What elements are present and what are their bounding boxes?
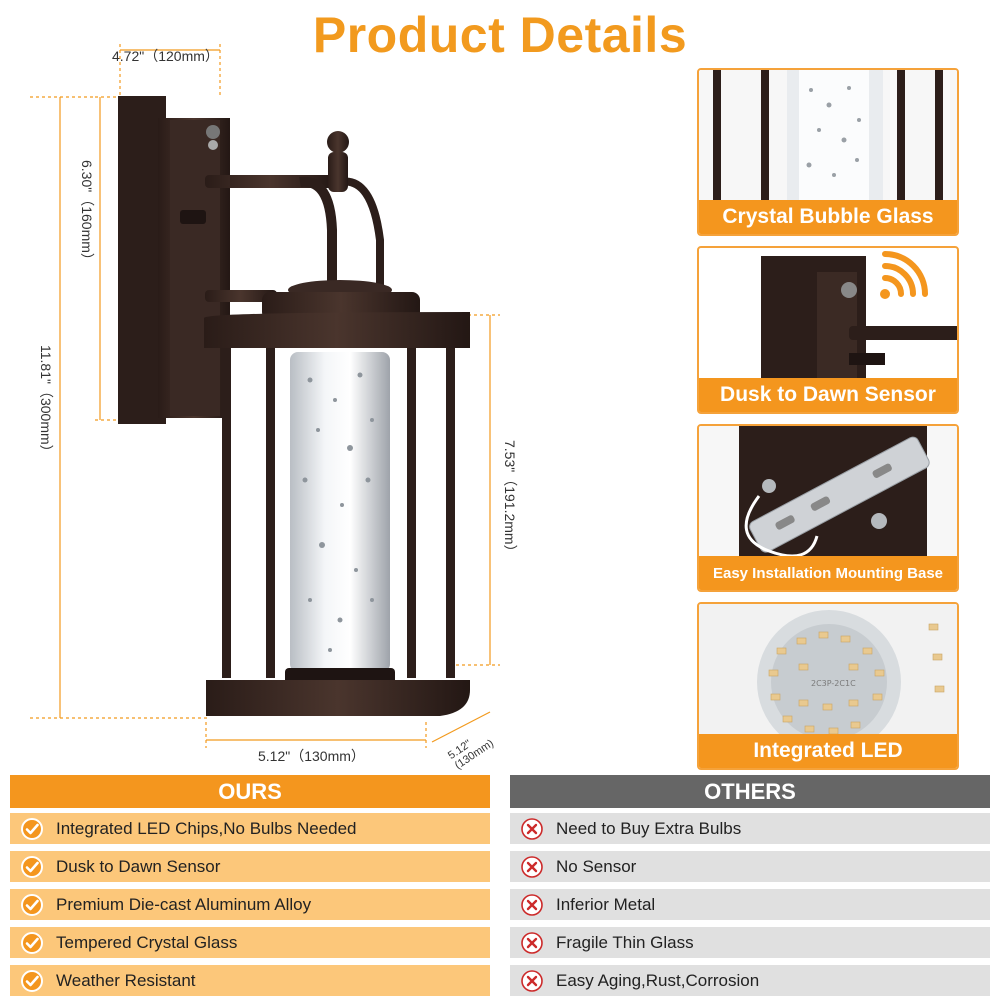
ours-row-text: Premium Die-cast Aluminum Alloy: [56, 894, 312, 914]
led-chip-text: 2C3P-2C1C: [811, 679, 856, 688]
ours-column-header: OURS: [10, 775, 490, 808]
check-circle-icon: [21, 855, 43, 878]
others-row: No Sensor: [510, 851, 990, 882]
dim-bottom-width: 5.12"（130mm）: [258, 748, 365, 764]
others-row: Need to Buy Extra Bulbs: [510, 813, 990, 844]
dim-arm-height: 6.30"（160mm）: [79, 160, 95, 267]
dim-lantern-height: 7.53"（191.2mm）: [502, 440, 518, 559]
others-row-text: Inferior Metal: [556, 894, 656, 914]
ours-row-text: Weather Resistant: [56, 970, 196, 990]
feature-label-led: Integrated LED: [699, 734, 957, 768]
feature-panel-crystal-glass: Crystal Bubble Glass: [697, 68, 959, 236]
check-circle-icon: [21, 893, 43, 916]
check-circle-icon: [21, 969, 43, 992]
ours-row: Dusk to Dawn Sensor: [10, 851, 490, 882]
others-column-header: OTHERS: [510, 775, 990, 808]
x-circle-icon: [521, 969, 543, 992]
others-row-text: Easy Aging,Rust,Corrosion: [556, 970, 760, 990]
feature-label-sensor: Dusk to Dawn Sensor: [699, 378, 957, 412]
lamp-illustration: [30, 44, 500, 748]
check-circle-icon: [21, 931, 43, 954]
others-row: Easy Aging,Rust,Corrosion: [510, 965, 990, 996]
page-title: Product Details: [312, 7, 688, 63]
dim-total-height: 11.81"（300mm）: [38, 345, 54, 459]
x-circle-icon: [521, 893, 543, 916]
wifi-signal-icon: [880, 251, 928, 299]
feature-label-crystal-glass: Crystal Bubble Glass: [699, 200, 957, 234]
dim-top-width: 4.72"（120mm）: [112, 48, 219, 64]
feature-panel-led: 2C3P-2C1C Integrated LED: [697, 602, 959, 770]
ours-row: Tempered Crystal Glass: [10, 927, 490, 958]
ours-row: Premium Die-cast Aluminum Alloy: [10, 889, 490, 920]
x-circle-icon: [521, 855, 543, 878]
x-circle-icon: [521, 931, 543, 954]
others-row-text: No Sensor: [556, 856, 637, 876]
x-circle-icon: [521, 817, 543, 840]
ours-row: Integrated LED Chips,No Bulbs Needed: [10, 813, 490, 844]
check-circle-icon: [21, 817, 43, 840]
ours-row-text: Integrated LED Chips,No Bulbs Needed: [56, 818, 357, 838]
feature-panel-sensor: Dusk to Dawn Sensor: [697, 246, 959, 414]
ours-row: Weather Resistant: [10, 965, 490, 996]
others-row: Fragile Thin Glass: [510, 927, 990, 958]
sensor-image: [761, 251, 957, 386]
ours-row-text: Dusk to Dawn Sensor: [56, 856, 221, 876]
others-row-text: Fragile Thin Glass: [556, 932, 694, 952]
others-row-text: Need to Buy Extra Bulbs: [556, 818, 742, 838]
ours-row-text: Tempered Crystal Glass: [56, 932, 238, 952]
others-row: Inferior Metal: [510, 889, 990, 920]
feature-label-mounting: Easy Installation Mounting Base: [699, 556, 957, 590]
feature-panel-mounting: Easy Installation Mounting Base: [697, 424, 959, 592]
